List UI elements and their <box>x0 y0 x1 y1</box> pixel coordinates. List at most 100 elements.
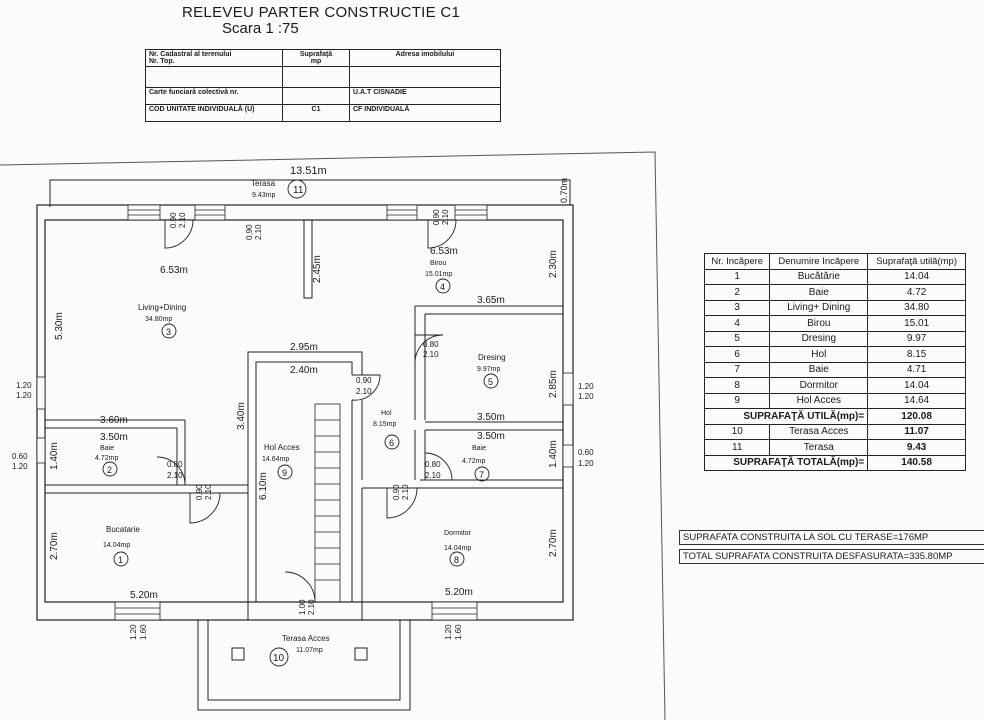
table-cell: 9.97 <box>867 330 966 347</box>
terasa-acces-name: Terasa Acces <box>282 634 330 643</box>
cf-individuala-cell: CF INDIVIDUALĂ <box>349 104 501 122</box>
staircase <box>314 403 341 603</box>
terasa-acces-no: 10 <box>273 653 285 664</box>
door-label: 2.10 <box>401 484 410 500</box>
dresing-no: 5 <box>488 377 493 387</box>
birou-no: 4 <box>440 282 445 292</box>
dim-520b: 5.20m <box>445 587 473 598</box>
birou-name: Birou <box>430 260 446 267</box>
birou-area: 15.01mp <box>425 271 452 278</box>
birou-width: 6.53m <box>430 246 458 257</box>
door-label: 2.10 <box>307 599 316 615</box>
dresing-area: 9.97mp <box>477 366 500 373</box>
dim-350b: 3.50m <box>477 431 505 442</box>
note-total-area: TOTAL SUPRAFATA CONSTRUITA DESFASURATA=3… <box>679 549 984 564</box>
table-cell: Terasa Acces <box>769 423 869 440</box>
table-cell: Hol Acces <box>769 392 869 409</box>
door-label: 2.10 <box>425 471 441 480</box>
dim-245: 2.45m <box>312 255 323 283</box>
grand-total-value: 140.58 <box>867 454 966 471</box>
door-label: 0.90 <box>432 209 441 225</box>
window-label: 1.20 <box>444 624 453 640</box>
entrance-terrace <box>197 601 411 711</box>
table-cell: Birou <box>769 315 869 332</box>
note-ground-area: SUPRAFATA CONSTRUITA LA SOL CU TERASE=17… <box>679 530 984 545</box>
dresing-height: 2.85m <box>548 370 559 398</box>
door-label: 0.80 <box>423 340 439 349</box>
living-width: 6.53m <box>160 265 188 276</box>
baie2-no: 2 <box>107 465 112 475</box>
window-label: 1.20 <box>578 392 594 401</box>
window-label: 1.20 <box>129 624 138 640</box>
bucatarie-name: Bucatarie <box>106 525 140 534</box>
hol-name: Hol <box>381 410 392 417</box>
window-label: 1.20 <box>16 381 32 390</box>
baie2-height: 1.40m <box>49 442 60 470</box>
dormitor-name: Dormitor <box>444 530 472 537</box>
table-cell: 4.72 <box>867 284 966 301</box>
dim-270a: 2.70m <box>49 532 60 560</box>
cadastral-number-header: Nr. Cadastral al terenului Nr. Top. <box>145 49 283 67</box>
table-cell: Baie <box>769 284 869 301</box>
door-label: 0.80 <box>167 460 183 469</box>
table-cell: 9.43 <box>867 439 966 456</box>
dim-610: 6.10m <box>258 472 269 500</box>
door-label: 2.10 <box>356 387 372 396</box>
window-label: 1.20 <box>16 391 32 400</box>
table-cell: 10 <box>703 423 771 440</box>
window-label: 0.60 <box>578 448 594 457</box>
table-cell: 5 <box>703 330 771 347</box>
holacces-area: 14.64mp <box>262 456 289 463</box>
bucatarie-area: 14.04mp <box>103 542 130 549</box>
baie7-name: Baie <box>472 445 486 452</box>
door-swings <box>156 219 457 603</box>
terasa-no: 11 <box>293 185 304 196</box>
dim-270b: 2.70m <box>548 529 559 557</box>
dim-340: 3.40m <box>236 402 247 430</box>
windows <box>36 204 574 621</box>
dim-070: 0.70m <box>559 178 569 203</box>
door-label: 0.90 <box>392 484 401 500</box>
page-title: RELEVEU PARTER CONSTRUCTIE C1 <box>182 4 461 21</box>
table-cell: 9 <box>703 392 771 409</box>
door-label: 2.10 <box>441 209 450 225</box>
column-header: Nr. Incăpere <box>703 253 771 270</box>
baie7-no: 7 <box>479 470 484 480</box>
scale-label: Scara 1 :75 <box>222 20 299 37</box>
column-header: Denumire Incăpere <box>769 253 869 270</box>
door-label: 2.10 <box>254 224 263 240</box>
interior-walls <box>45 219 563 602</box>
table-cell: 8.15 <box>867 346 966 363</box>
baie2-name: Baie <box>100 445 114 452</box>
door-label: 2.10 <box>204 484 213 500</box>
dim-top: 13.51m <box>290 165 327 177</box>
window-label: 0.60 <box>12 452 28 461</box>
table-cell: 34.80 <box>867 299 966 316</box>
dim-240: 2.40m <box>290 365 318 376</box>
table-cell: 6 <box>703 346 771 363</box>
grand-total-row: SUPRAFAŢĂ TOTALĂ(mp)=140.58 <box>703 454 966 471</box>
door-label: 0.90 <box>195 484 204 500</box>
table-cell: 14.04 <box>867 377 966 394</box>
living-height: 5.30m <box>54 312 65 340</box>
dim-360: 3.60m <box>100 415 128 426</box>
table-cell: 2 <box>703 284 771 301</box>
table-cell: 3 <box>703 299 771 316</box>
dim-350c: 3.50m <box>100 432 128 443</box>
door-label: 0.90 <box>356 376 372 385</box>
table-cell: Terasa <box>769 439 869 456</box>
holacces-no: 9 <box>282 468 287 478</box>
dresing-name: Dresing <box>478 353 506 362</box>
table-cell: Living+ Dining <box>769 299 869 316</box>
hol-area: 8.15mp <box>373 421 396 428</box>
living-name: Living+Dining <box>138 303 186 312</box>
